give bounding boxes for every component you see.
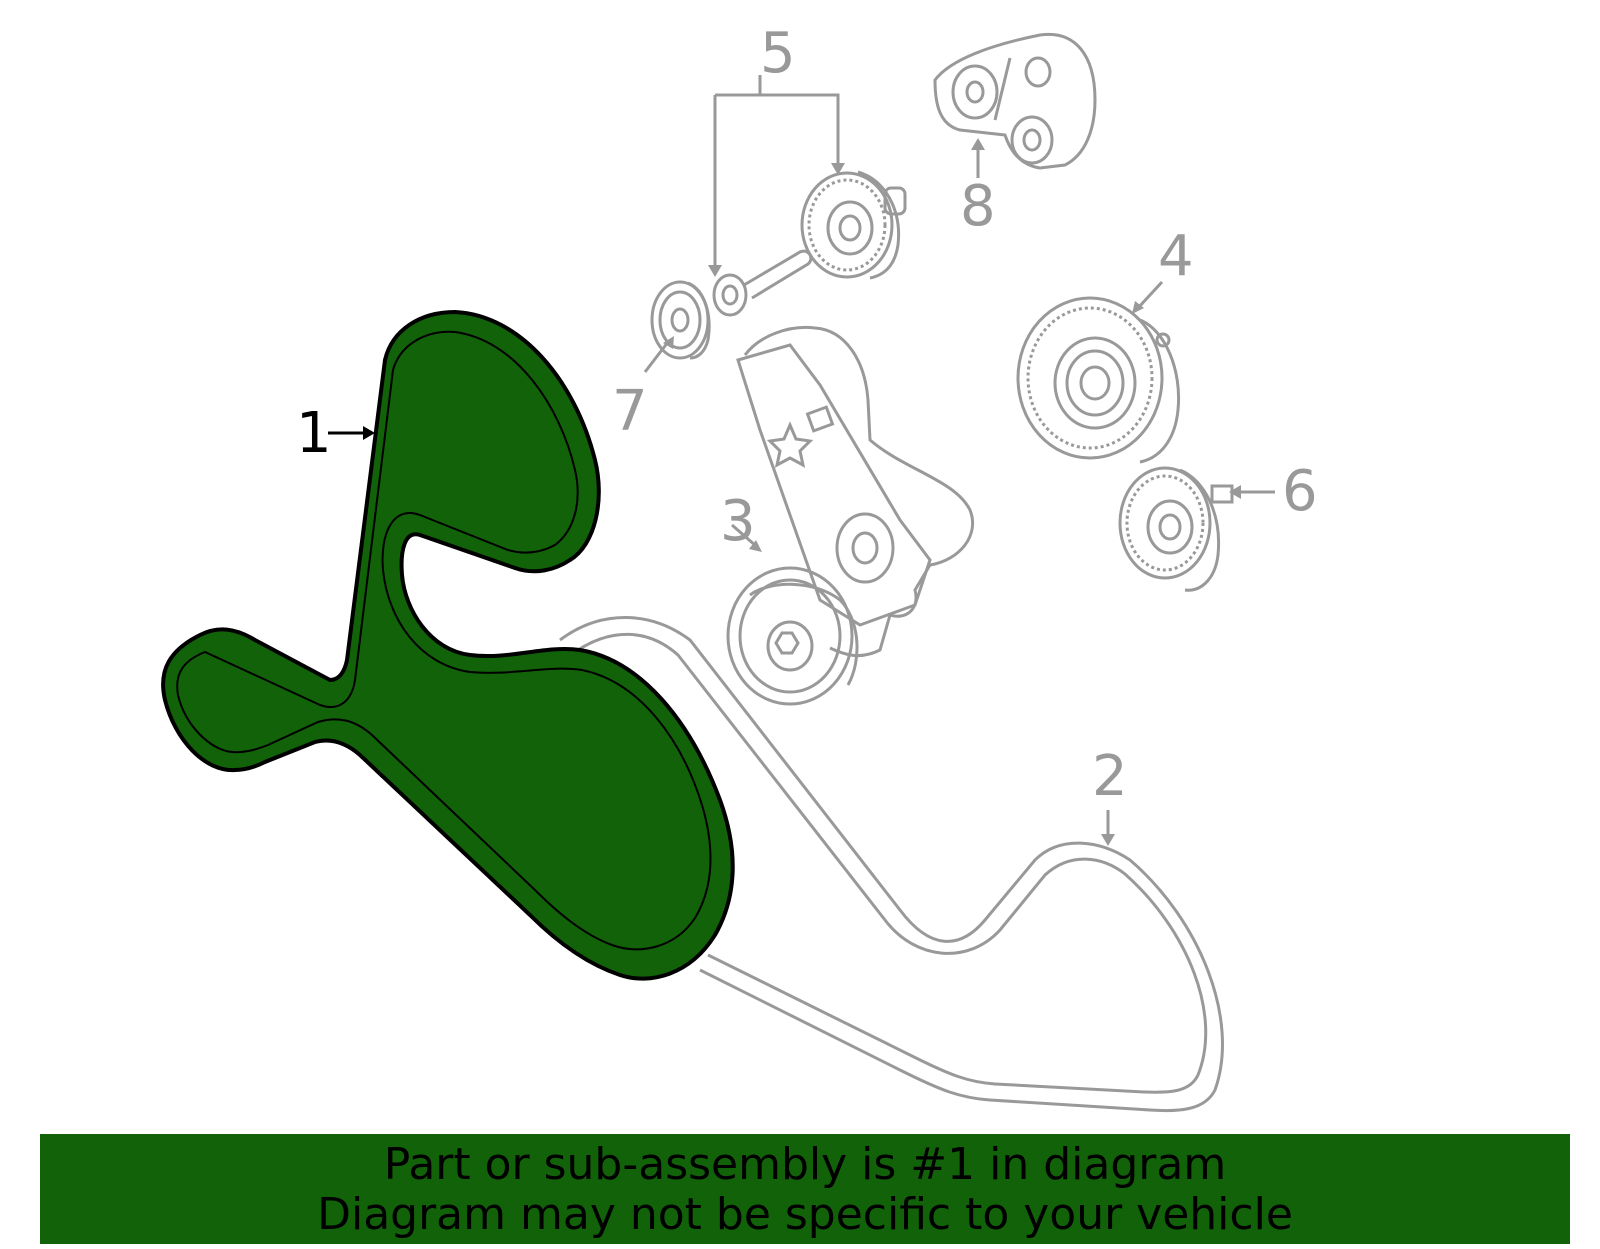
callout-3[interactable]: 3 bbox=[720, 489, 756, 554]
leader-arrowheads bbox=[663, 138, 1241, 846]
part-6-pulley[interactable] bbox=[1118, 466, 1234, 592]
info-banner: Part or sub-assembly is #1 in diagram Di… bbox=[40, 1134, 1570, 1244]
part-3-tensioner[interactable] bbox=[726, 325, 975, 706]
callout-2[interactable]: 2 bbox=[1092, 744, 1128, 809]
banner-line-2: Diagram may not be specific to your vehi… bbox=[317, 1189, 1293, 1240]
callout-5[interactable]: 5 bbox=[760, 21, 796, 86]
part-4-pulley[interactable] bbox=[1016, 296, 1181, 464]
part-5-pulley-bolt[interactable] bbox=[712, 170, 907, 317]
callout-1[interactable]: 1 bbox=[296, 401, 332, 466]
callout-6[interactable]: 6 bbox=[1282, 459, 1318, 524]
part-1-belt[interactable] bbox=[161, 309, 735, 981]
part-2-belt[interactable] bbox=[559, 616, 1224, 1113]
part-7-washer[interactable] bbox=[650, 280, 711, 360]
leader-lines bbox=[643, 75, 1275, 840]
callout-8[interactable]: 8 bbox=[960, 174, 996, 239]
part-8-bracket[interactable] bbox=[933, 32, 1097, 170]
callout-4[interactable]: 4 bbox=[1158, 224, 1194, 289]
banner-line-1: Part or sub-assembly is #1 in diagram bbox=[383, 1139, 1227, 1190]
leader-line-1 bbox=[328, 426, 375, 440]
callout-7[interactable]: 7 bbox=[612, 379, 648, 444]
